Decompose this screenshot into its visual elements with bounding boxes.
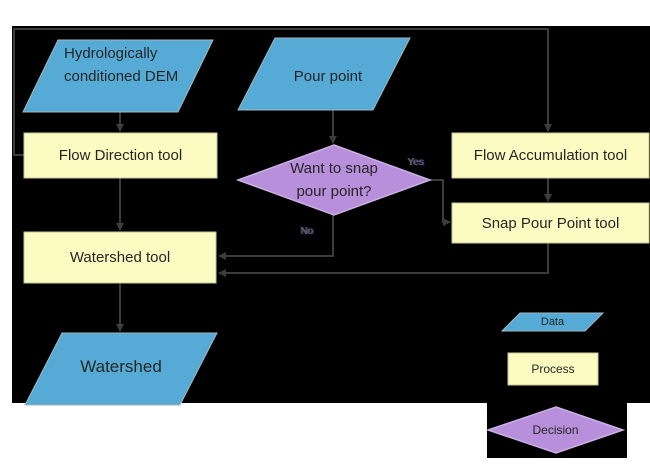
edge-decision-no-to-watershed-tool: [218, 215, 334, 260]
pour-point-label: Pour point: [293, 67, 363, 85]
edge-label-yes: Yes: [408, 157, 425, 168]
dem-label: Hydrologically conditioned DEM: [64, 45, 179, 85]
node-dem-parallelogram: [22, 39, 214, 113]
legend-data-label: Data: [540, 315, 565, 328]
legend-decision-diamond: [485, 406, 626, 454]
node-flow-direction-rect: [23, 132, 218, 179]
legend-decision-label: Decision: [532, 423, 579, 437]
decision-label: Want to snap pour point?: [290, 160, 378, 200]
node-decision-diamond: [235, 144, 433, 216]
node-pour-point-parallelogram: [237, 37, 411, 111]
edge-flow-direction-to-flow-accumulation: [13, 28, 552, 156]
snap-pour-point-label: Snap Pour Point tool: [481, 214, 620, 232]
edge-decision-yes-to-snap-pour-point: [431, 179, 451, 226]
edge-snap-pour-point-to-watershed-tool: [218, 243, 549, 277]
flow-direction-label: Flow Direction tool: [58, 147, 183, 164]
legend-data-parallelogram: [500, 312, 605, 332]
node-snap-pour-point-rect: [451, 202, 650, 244]
node-watershed-parallelogram: [24, 332, 218, 406]
legend-process-rect: [507, 352, 599, 386]
edge-label-no: No: [301, 226, 314, 237]
watershed-label: Watershed: [80, 356, 162, 376]
legend-process-label: Process: [531, 362, 575, 376]
node-flow-accumulation-rect: [451, 132, 650, 179]
node-watershed-tool-rect: [23, 231, 217, 284]
flow-accumulation-label: Flow Accumulation tool: [473, 147, 628, 164]
watershed-tool-label: Watershed tool: [69, 249, 171, 266]
